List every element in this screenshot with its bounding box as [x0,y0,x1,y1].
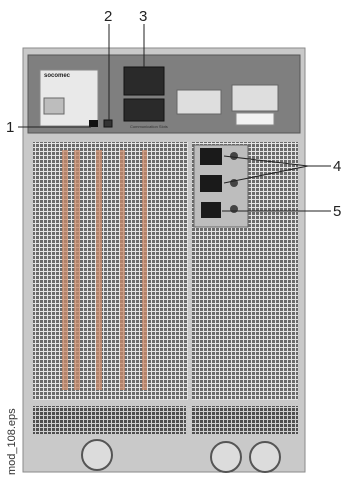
callout-4: 4 [333,158,341,175]
leader-4b [223,165,309,184]
socket-top [200,148,222,165]
callout-3: 3 [139,8,147,25]
callout-2: 2 [104,8,112,25]
cable-gland-2 [210,441,242,473]
file-label: mod_108.eps [6,408,18,475]
breaker-top [230,152,238,160]
leader-4a [223,155,309,167]
terminal-small-left [43,97,65,115]
copper-bars [62,150,147,390]
terminal-block-middle [176,89,222,115]
comm-slot-upper [123,66,165,96]
terminal-block-right [231,84,279,112]
brand-logo: socomec [44,73,71,79]
comm-slots-label: Communication Slots [130,124,168,129]
callout-5: 5 [333,203,341,220]
bottom-right-grille [192,406,298,434]
cable-gland-1 [81,439,113,471]
port-2 [103,119,113,128]
cable-gland-3 [249,441,281,473]
port-1 [89,120,98,127]
warning-label [235,112,275,126]
socket-middle [200,175,222,192]
socket-bottom [201,202,221,218]
breaker-bottom [230,205,238,213]
bottom-left-grille [33,406,186,434]
left-grille [33,142,188,400]
callout-1: 1 [6,119,14,136]
comm-slot-lower [123,98,165,122]
